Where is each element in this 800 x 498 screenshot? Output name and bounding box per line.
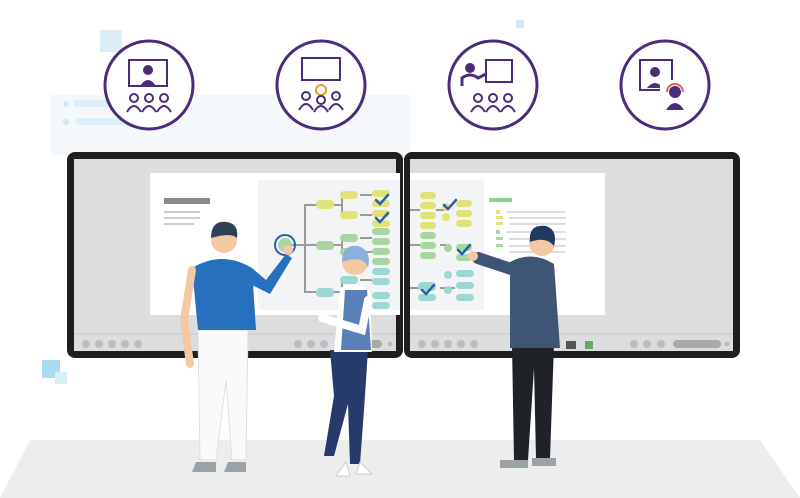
brainstorm-lightbulb-icon: [275, 39, 367, 131]
checkmark-icon: [420, 283, 436, 296]
decor-square: [100, 30, 122, 52]
touch-highlight: [274, 234, 296, 256]
presentation-icon: [447, 39, 539, 131]
floor: [0, 440, 800, 498]
checkmark-icon: [374, 193, 390, 206]
right-whiteboard[interactable]: [404, 152, 740, 358]
decor-square: [55, 372, 67, 384]
toolbar-right[interactable]: [418, 340, 730, 349]
decor-square: [516, 20, 524, 28]
video-conference-icon: [103, 39, 195, 131]
man-navy-jacket: [468, 225, 560, 468]
mind-map-nodes: [274, 190, 474, 309]
remote-support-headset-icon: [619, 39, 711, 131]
checkmark-icon: [456, 243, 472, 256]
checkmark-icon: [442, 198, 458, 211]
checkmark-icon: [374, 211, 390, 224]
woman-blue-vest: [318, 245, 374, 477]
man-blue-shirt: [179, 221, 293, 472]
